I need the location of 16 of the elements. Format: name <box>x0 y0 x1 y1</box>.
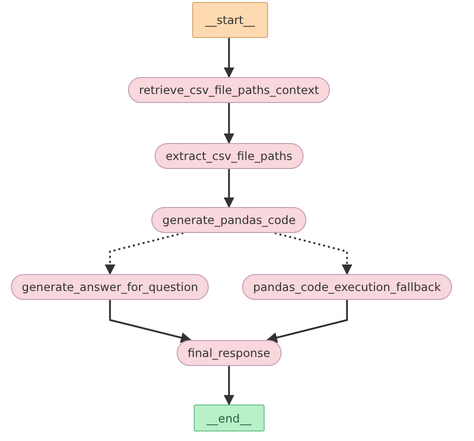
arrow <box>224 169 234 208</box>
process-node: retrieve_csv_file_paths_context <box>128 77 330 103</box>
arrow <box>266 300 348 343</box>
arrow <box>224 38 234 78</box>
arrow <box>104 232 184 276</box>
arrow <box>109 300 192 343</box>
arrow <box>224 103 234 144</box>
arrow <box>224 366 234 406</box>
process-node: generate_answer_for_question <box>10 274 210 300</box>
arrow <box>274 232 352 276</box>
process-node: extract_csv_file_paths <box>154 143 304 169</box>
process-node: final_response <box>176 340 282 366</box>
start-node: __start__ <box>192 2 268 38</box>
process-node: pandas_code_execution_fallback <box>242 274 452 300</box>
process-node: generate_pandas_code <box>151 207 307 233</box>
end-node: __end__ <box>194 404 264 432</box>
